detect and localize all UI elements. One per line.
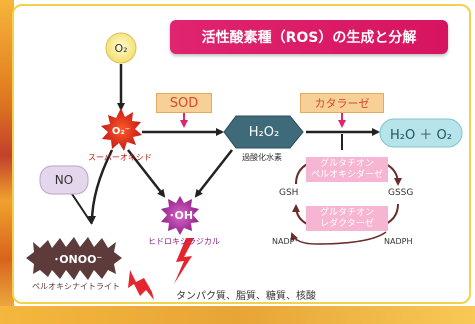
h2o2-label: 過酸化水素 [242, 153, 282, 162]
products-node: H₂O ＋ O₂ [390, 127, 452, 143]
gssg-label: GSSG [388, 188, 414, 198]
glutathione-peroxidase-box: グルタチオン ペルオキシダーゼ [306, 157, 388, 182]
gr-label-line1: グルタチオン [319, 207, 374, 218]
peroxynitrite-burst-shape [26, 237, 122, 280]
peroxynitrite-node: ･ONOO⁻ [53, 253, 103, 266]
hydroxyl-label: ヒドロキシラジカル [148, 237, 220, 246]
o2-node: O₂ [114, 41, 128, 55]
background-decoration-left [0, 0, 14, 324]
lightning-bolt-1 [174, 238, 194, 284]
no-pill-shape [39, 165, 89, 195]
arrow-no-to-peroxynitrite [71, 193, 93, 225]
arrow-superoxide-to-hydroxyl [127, 149, 166, 198]
gsh-label: GSH [279, 188, 299, 198]
diagram-title: 活性酸素種（ROS）の生成と分解 [170, 20, 448, 54]
gpx-label-line2: ペルオキシダーゼ [310, 169, 383, 180]
sod-enzyme-box: SOD [156, 93, 212, 113]
gpx-label-line1: グルタチオン [319, 158, 374, 169]
catalase-enzyme-box: カタラーゼ [300, 93, 384, 113]
glutathione-reductase-box: グルタチオン レダクターゼ [306, 206, 388, 231]
arrow-h2o2-to-hydroxyl [194, 149, 233, 198]
superoxide-node: O₂⁻ [111, 125, 131, 137]
gr-label-line2: レダクターゼ [320, 218, 374, 229]
o2-node-shape [105, 32, 137, 64]
hydroxyl-node: ･OH [168, 209, 194, 222]
no-node: NO [54, 173, 74, 187]
superoxide-burst-shape [101, 108, 142, 151]
nadph-label: NADPH [384, 237, 413, 246]
superoxide-label: スーパーオキシド [88, 153, 152, 162]
nadp-label: NADP⁺ [272, 237, 299, 246]
damage-targets-label: タンパク質、脂質、糖質、核酸 [176, 291, 316, 302]
lightning-bolt-2 [128, 270, 154, 300]
arrow-superoxide-to-peroxynitrite [88, 149, 114, 224]
hydroxyl-burst-shape [161, 196, 199, 235]
peroxynitrite-label: ペルオキシナイトライト [32, 282, 120, 291]
h2o2-node: H₂O₂ [248, 124, 280, 140]
arc-nadph-to-nadp [290, 231, 387, 245]
products-pill-shape [379, 118, 463, 148]
background-decoration-bottom [0, 306, 475, 324]
h2o2-hexagon-shape [223, 115, 304, 149]
